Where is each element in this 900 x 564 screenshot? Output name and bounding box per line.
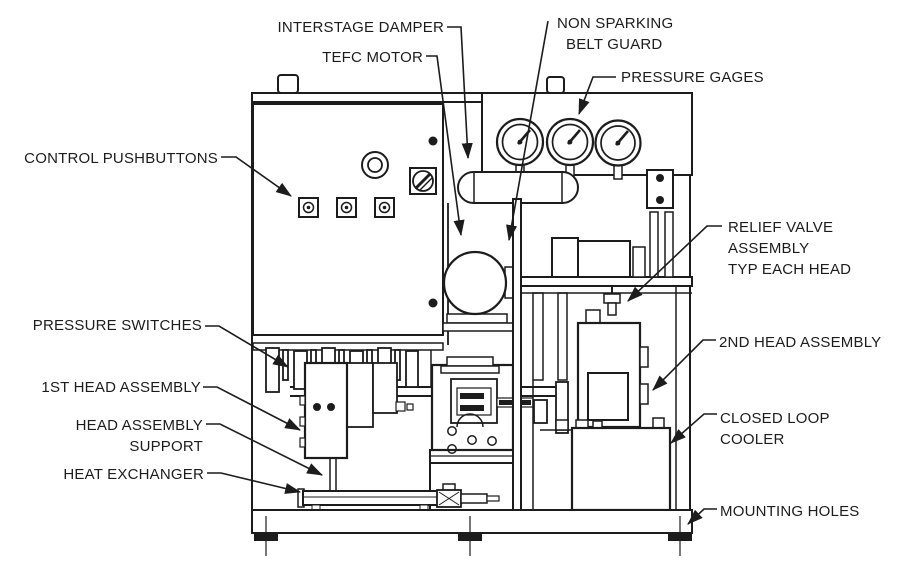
closed-loop-cooler: [555, 417, 672, 512]
label-first-head-assembly: 1ST HEAD ASSEMBLY: [41, 379, 201, 396]
base-skid: [251, 509, 693, 556]
pressure-gauge: [594, 119, 642, 180]
label-relief-valve-line3: TYP EACH HEAD: [728, 261, 851, 278]
pushbutton: [336, 197, 357, 218]
leader-lines: [203, 20, 722, 525]
mounting-hole-centerlines: [265, 516, 681, 556]
label-relief-valve-line2: ASSEMBLY: [728, 240, 809, 257]
leader-second-head: [652, 339, 716, 391]
leader-interstage-damper: [447, 26, 473, 160]
gauge-panel: [481, 92, 693, 180]
label-mounting-holes: MOUNTING HOLES: [720, 503, 859, 520]
label-closed-loop-line1: CLOSED LOOP: [720, 410, 830, 427]
leader-mounting-holes: [687, 508, 717, 525]
selector-switch: [409, 167, 437, 195]
leader-control-pushbuttons: [221, 156, 292, 197]
control-pushbuttons: [298, 197, 395, 218]
heat-exchanger: [297, 483, 500, 511]
leader-pressure-gages: [578, 76, 616, 116]
lifting-lug-right: [546, 76, 565, 94]
label-pressure-gages: PRESSURE GAGES: [621, 69, 764, 86]
head-assembly-support: [329, 458, 337, 492]
tefc-motor: [442, 203, 516, 345]
mid-right-structure: [520, 169, 693, 510]
label-closed-loop-line2: COOLER: [720, 431, 785, 448]
label-second-head-assembly: 2ND HEAD ASSEMBLY: [719, 334, 881, 351]
label-relief-valve-line1: RELIEF VALVE: [728, 219, 833, 236]
label-head-support-line2: SUPPORT: [129, 438, 203, 455]
control-panel: [252, 103, 444, 336]
leader-closed-loop-cooler: [670, 413, 717, 444]
label-head-support-line1: HEAD ASSEMBLY: [76, 417, 203, 434]
label-heat-exchanger: HEAT EXCHANGER: [63, 466, 204, 483]
label-non-sparking-line1: NON SPARKING: [557, 15, 673, 32]
callout-labels: INTERSTAGE DAMPER TEFC MOTOR NON SPARKIN…: [24, 15, 881, 520]
pushbutton: [374, 197, 395, 218]
lifting-lug-left: [277, 74, 299, 94]
panel-screw: [428, 136, 438, 146]
first-head-assembly: [299, 361, 398, 460]
leader-relief-valve: [627, 225, 722, 302]
panel-screw: [428, 298, 438, 308]
machine-drawing: [251, 74, 693, 556]
pressure-gauge: [495, 117, 545, 180]
leader-heat-exchanger: [207, 472, 302, 494]
leader-pressure-switches: [205, 325, 289, 368]
leader-belt-guard: [506, 20, 549, 242]
leader-first-head: [203, 386, 301, 431]
label-non-sparking-line2: BELT GUARD: [566, 36, 662, 53]
pushbutton: [298, 197, 319, 218]
left-bay: [252, 342, 444, 492]
label-control-pushbuttons: CONTROL PUSHBUTTONS: [24, 150, 218, 167]
panel-knob: [361, 151, 389, 179]
leader-head-support: [206, 423, 324, 476]
drain-valve: [436, 483, 500, 508]
second-head-assembly: [576, 321, 649, 429]
relief-valve: [585, 286, 621, 324]
leader-tefc-motor: [426, 55, 465, 237]
pressure-gauge: [545, 117, 595, 180]
belt-guard: [512, 198, 522, 511]
label-interstage-damper: INTERSTAGE DAMPER: [278, 19, 444, 36]
label-tefc-motor: TEFC MOTOR: [322, 49, 423, 66]
label-pressure-switches: PRESSURE SWITCHES: [33, 317, 202, 334]
